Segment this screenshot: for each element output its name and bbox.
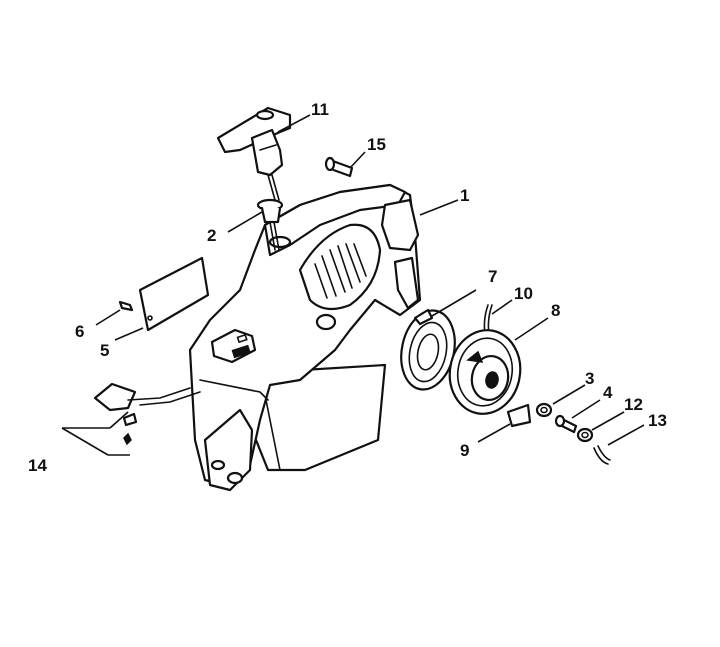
callout-2: 2 bbox=[207, 226, 216, 245]
callout-10: 10 bbox=[514, 284, 533, 303]
callout-5: 5 bbox=[100, 341, 109, 360]
callout-14: 14 bbox=[28, 456, 47, 475]
callout-3: 3 bbox=[585, 369, 594, 388]
screw-15 bbox=[324, 156, 354, 178]
screw-4 bbox=[554, 414, 578, 434]
callout-6: 6 bbox=[75, 322, 84, 341]
clip-13 bbox=[593, 445, 611, 465]
starter-grip bbox=[216, 106, 292, 201]
rope-rotor bbox=[448, 304, 522, 415]
cover-plate bbox=[138, 256, 210, 332]
rope-bushing bbox=[256, 198, 284, 251]
fan-housing bbox=[188, 183, 422, 492]
screw-6 bbox=[118, 300, 134, 312]
switch-assembly bbox=[61, 382, 201, 456]
callout-labels: 1 2 3 4 5 6 7 8 9 10 11 12 13 14 15 bbox=[28, 100, 667, 475]
callout-8: 8 bbox=[551, 301, 560, 320]
washer-12 bbox=[576, 427, 594, 443]
callout-7: 7 bbox=[488, 267, 497, 286]
callout-15: 15 bbox=[367, 135, 386, 154]
rewind-spring bbox=[400, 308, 456, 391]
callout-4: 4 bbox=[603, 383, 613, 402]
pawl bbox=[506, 403, 532, 428]
callout-1: 1 bbox=[460, 186, 469, 205]
callout-12: 12 bbox=[624, 395, 643, 414]
callout-9: 9 bbox=[460, 441, 469, 460]
leader-lines bbox=[95, 114, 645, 446]
callout-13: 13 bbox=[648, 411, 667, 430]
washer-3 bbox=[535, 402, 553, 418]
callout-11: 11 bbox=[311, 100, 329, 119]
